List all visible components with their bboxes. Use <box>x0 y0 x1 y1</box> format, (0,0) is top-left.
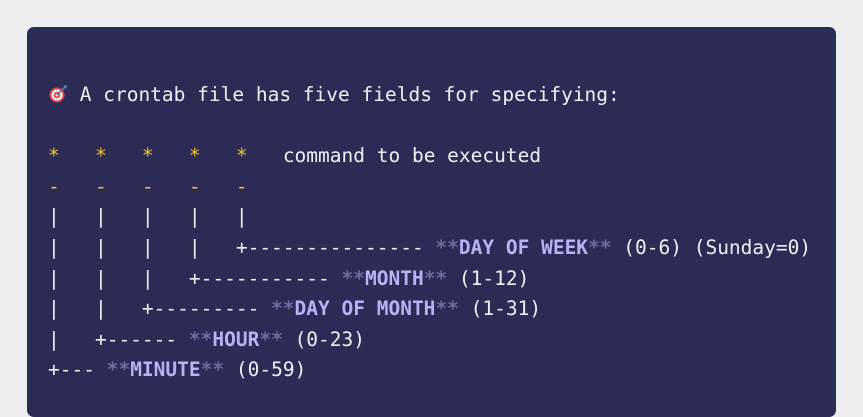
dash-line: - - - - - <box>48 174 248 198</box>
bold-marker: ** <box>200 358 225 382</box>
minute-line: +--- **MINUTE** (0-59) <box>48 355 811 386</box>
hour-line: | +------ **HOUR** (0-23) <box>48 325 811 356</box>
header-text: A crontab file has five fields for speci… <box>68 83 620 106</box>
fields-line: * * * * * command to be executed <box>48 141 811 172</box>
tree-connector: | +------ <box>48 327 189 351</box>
code-block <box>27 27 836 417</box>
command-label: command to be executed <box>247 144 542 168</box>
bold-marker: ** <box>588 235 612 259</box>
field-range: (1-12) <box>447 266 530 290</box>
field-asterisks: * * * * * <box>48 144 248 168</box>
field-name-minute: MINUTE <box>130 358 201 382</box>
blank-line <box>48 111 811 142</box>
bold-marker: ** <box>188 327 213 351</box>
day-of-week-line: | | | | +--------------- **DAY OF WEEK**… <box>48 233 811 264</box>
field-range: (1-31) <box>458 297 542 321</box>
day-of-month-line: | | +--------- **DAY OF MONTH** (1-31) <box>48 294 811 325</box>
field-range: (0-23) <box>282 327 366 351</box>
bold-marker: ** <box>435 297 459 321</box>
field-name-month: MONTH <box>364 266 424 290</box>
field-name-day-of-month: DAY OF MONTH <box>294 297 436 321</box>
crontab-text: A crontab file has five fields for speci… <box>48 80 811 386</box>
field-name-day-of-week: DAY OF WEEK <box>458 235 589 259</box>
bold-marker: ** <box>106 358 131 382</box>
tree-connector: +--- <box>48 358 107 382</box>
pipe-line: | | | | | <box>48 205 248 229</box>
field-range: (0-6) (Sunday=0) <box>611 235 812 259</box>
target-dart-icon <box>48 83 68 103</box>
bold-marker: ** <box>435 235 459 259</box>
bold-marker: ** <box>271 297 295 321</box>
field-name-hour: HOUR <box>212 327 260 351</box>
tree-connector: | | +--------- <box>48 297 272 321</box>
field-range: (0-59) <box>224 358 307 382</box>
bold-marker: ** <box>341 266 365 290</box>
bold-marker: ** <box>259 327 283 351</box>
bold-marker: ** <box>423 266 448 290</box>
tree-connector: | | | | +--------------- <box>48 235 436 259</box>
header-line: A crontab file has five fields for speci… <box>48 80 811 111</box>
tree-connector: | | | +----------- <box>48 266 342 290</box>
month-line: | | | +----------- **MONTH** (1-12) <box>48 264 811 295</box>
